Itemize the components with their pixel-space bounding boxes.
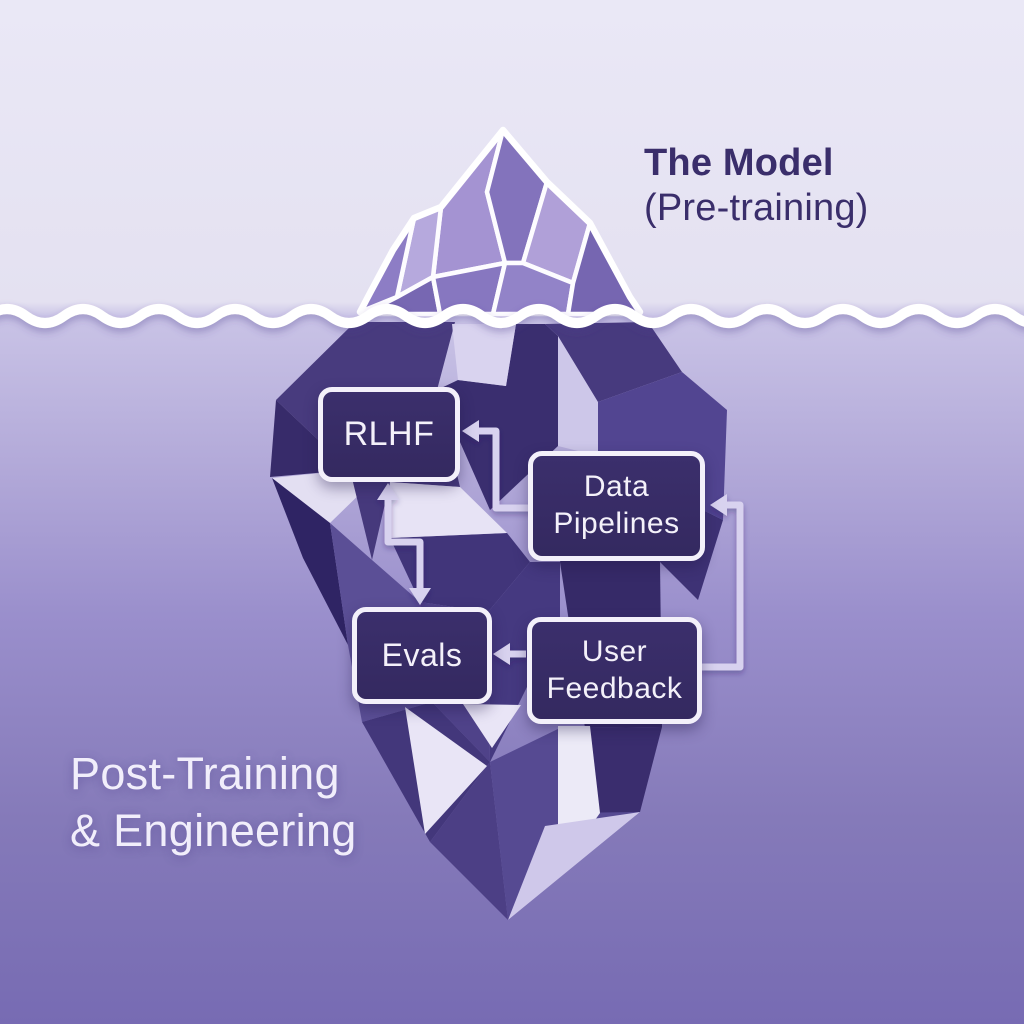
edges [377,420,744,671]
edge-user-feedback-to-evals [493,643,526,665]
arrowhead-into-rlhf [462,420,479,442]
edge-rlhf-evals-bidirectional [377,483,431,605]
node-data-pipelines-label: Data Pipelines [553,470,680,540]
arrowhead-into-evals-top [409,588,431,605]
label-below-water: Post-Training & Engineering [70,745,357,859]
edge-data-pipelines-to-rlhf [462,420,533,512]
arrowhead-into-rlhf-bottom [377,483,399,500]
node-data-pipelines: Data Pipelines [528,451,705,561]
iceberg-outline [356,126,644,316]
node-rlhf: RLHF [318,387,460,482]
waterline-wave [0,304,1024,328]
label-engineering: & Engineering [70,805,357,856]
arrowhead-into-evals-right [493,643,510,665]
node-user-feedback: User Feedback [527,617,702,724]
node-evals: Evals [352,607,492,704]
node-rlhf-label: RLHF [343,414,435,453]
node-user-feedback-label: User Feedback [546,634,683,705]
edge-user-feedback-to-data-pipelines [701,494,744,671]
label-above-water: The Model (Pre-training) [644,141,869,231]
label-the-model: The Model [644,142,834,184]
label-pre-training: (Pre-training) [644,187,869,229]
label-post-training: Post-Training [70,748,340,799]
iceberg-above-water [356,126,644,317]
node-evals-label: Evals [381,636,463,673]
arrowhead-into-data-pipelines [710,494,727,516]
